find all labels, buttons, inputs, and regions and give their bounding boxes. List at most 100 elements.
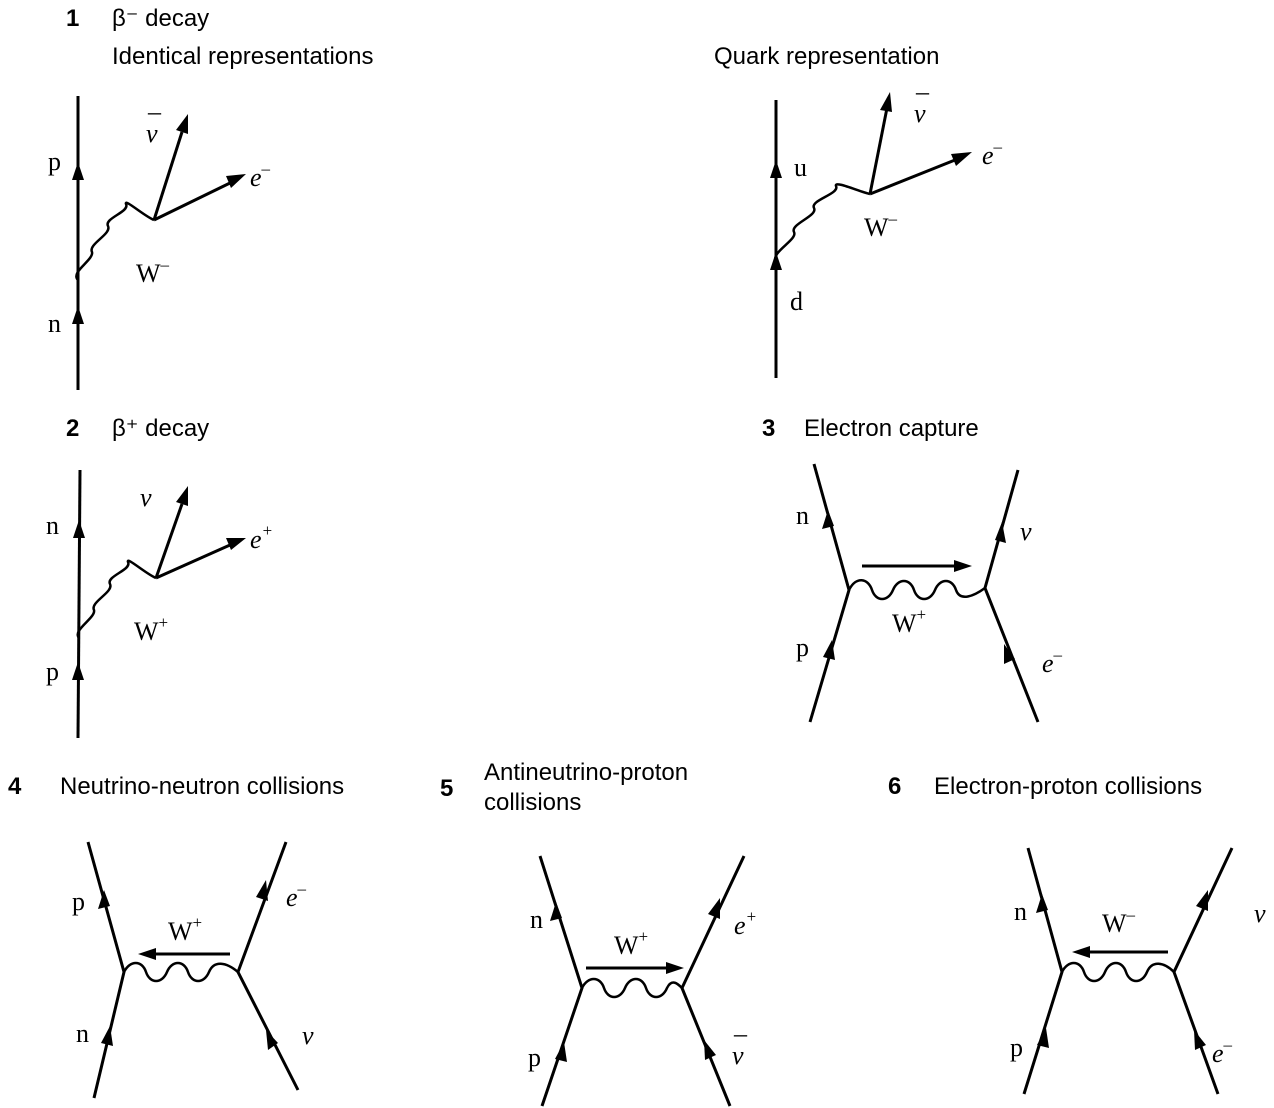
heading-6-title: Electron-proton collisions xyxy=(934,773,1202,800)
label-u: u xyxy=(794,153,807,182)
label-n: n xyxy=(76,1019,89,1048)
proton-arrow-icon xyxy=(1037,1028,1049,1048)
label-d: d xyxy=(790,287,803,316)
label-neutrino: v xyxy=(1254,899,1266,928)
w-boson-line xyxy=(580,977,683,999)
label-p: p xyxy=(796,633,809,662)
w-boson-line xyxy=(122,961,239,983)
heading-1-title: β⁻ decay xyxy=(112,5,209,32)
heading-1: 1 β⁻ decay Identical representations xyxy=(66,5,374,70)
up-quark-arrow-icon xyxy=(770,160,782,178)
neutron-arrow-icon xyxy=(822,510,834,529)
w-direction-arrow-icon xyxy=(954,560,972,572)
antineutrino-arrow-icon xyxy=(176,114,188,134)
label-antineutrino-bar: – xyxy=(147,97,162,126)
heading-quark-representation: Quark representation xyxy=(714,43,939,70)
antineutrino-line xyxy=(868,107,889,195)
w-boson-line xyxy=(76,559,157,639)
label-n: n xyxy=(48,309,61,338)
label-w-boson: W+ xyxy=(134,613,168,646)
electron-arrow-icon xyxy=(1194,1030,1206,1050)
label-w-boson: W+ xyxy=(168,913,202,946)
neutron-arrow-icon xyxy=(1036,894,1048,913)
heading-2-title: β⁺ decay xyxy=(112,415,209,442)
neutron-arrow-icon xyxy=(73,520,85,538)
proton-arrow-icon xyxy=(72,662,84,680)
label-p: p xyxy=(46,657,59,686)
label-neutrino: v xyxy=(302,1021,314,1050)
positron-arrow-icon xyxy=(708,898,720,919)
diagram-neutrino-neutron: p n e– v W+ xyxy=(72,841,314,1099)
neutrino-arrow-icon xyxy=(176,486,188,506)
heading-4-title: Neutrino-neutron collisions xyxy=(60,773,344,800)
heading-2: 2 β⁺ decay xyxy=(66,415,209,442)
nucleon-line xyxy=(86,841,126,1099)
neutrino-line xyxy=(154,503,184,579)
electron-line xyxy=(869,158,956,196)
heading-1-subtitle: Identical representations xyxy=(112,43,374,70)
label-antineutrino: ν xyxy=(146,119,158,148)
proton-arrow-icon xyxy=(98,890,110,909)
neutrino-arrow-icon xyxy=(266,1030,278,1050)
electron-arrow-icon xyxy=(951,152,972,166)
heading-5-number: 5 xyxy=(440,775,453,802)
label-n: n xyxy=(46,511,59,540)
neutron-arrow-icon xyxy=(101,1026,113,1046)
diagram-quark-representation: u d ν – e– W– xyxy=(770,77,1003,378)
w-boson-line xyxy=(773,183,871,263)
electron-arrow-icon xyxy=(1004,644,1015,664)
label-antineutrino-bar: – xyxy=(915,77,930,106)
diagram-beta-minus: p n ν – e– W– xyxy=(48,96,271,390)
nucleon-line xyxy=(1022,847,1064,1095)
diagram-beta-plus: n p v e+ W+ xyxy=(46,469,273,739)
label-p: p xyxy=(1010,1033,1023,1062)
electron-arrow-icon xyxy=(226,174,246,188)
electron-arrow-icon xyxy=(256,880,268,901)
lepton-line xyxy=(236,841,300,1091)
neutrino-arrow-icon xyxy=(995,522,1006,543)
label-n: n xyxy=(530,905,543,934)
heading-2-number: 2 xyxy=(66,415,79,442)
nucleon-line xyxy=(808,463,851,723)
nucleon-line xyxy=(76,469,82,739)
label-electron: e– xyxy=(250,159,271,192)
proton-arrow-icon xyxy=(72,162,84,180)
neutrino-arrow-icon xyxy=(1196,890,1208,911)
heading-5-title-line1: Antineutrino-proton xyxy=(484,759,688,786)
label-w-boson: W– xyxy=(1102,905,1136,938)
proton-arrow-icon xyxy=(823,640,835,660)
heading-5: 5 Antineutrino-proton collisions xyxy=(440,759,688,816)
positron-arrow-icon xyxy=(226,538,246,550)
label-w-boson: W– xyxy=(864,209,898,242)
antineutrino-arrow-icon xyxy=(704,1040,716,1060)
w-direction-arrow-icon xyxy=(1072,946,1090,958)
neutron-arrow-icon xyxy=(550,902,562,921)
label-neutrino: v xyxy=(1020,517,1032,546)
diagram-antineutrino-proton: n p e+ ν – W+ xyxy=(528,855,757,1107)
label-w-boson: W– xyxy=(136,255,170,288)
positron-line xyxy=(155,543,231,580)
label-electron: e– xyxy=(1212,1035,1233,1068)
label-n: n xyxy=(1014,897,1027,926)
heading-3-title: Electron capture xyxy=(804,415,979,442)
label-w-boson: W+ xyxy=(614,927,648,960)
diagram-electron-capture: n p v e– W+ xyxy=(796,463,1063,723)
w-boson-line xyxy=(75,201,155,281)
lepton-line xyxy=(983,469,1040,723)
label-antineutrino: ν xyxy=(914,99,926,128)
label-neutrino: v xyxy=(140,483,152,512)
label-antineutrino: ν xyxy=(732,1041,744,1070)
heading-1-number: 1 xyxy=(66,5,79,32)
label-n: n xyxy=(796,501,809,530)
neutron-arrow-icon xyxy=(72,306,84,324)
diagram-electron-proton: n p v e– W– xyxy=(1010,847,1266,1095)
label-p: p xyxy=(48,147,61,176)
proton-arrow-icon xyxy=(555,1042,567,1062)
w-direction-arrow-icon xyxy=(666,962,684,974)
w-boson-line xyxy=(847,579,986,601)
w-direction-arrow-icon xyxy=(138,948,156,960)
label-electron: e– xyxy=(1042,645,1063,678)
label-positron: e+ xyxy=(250,521,273,554)
label-p: p xyxy=(72,887,85,916)
heading-3: 3 Electron capture xyxy=(762,415,979,442)
